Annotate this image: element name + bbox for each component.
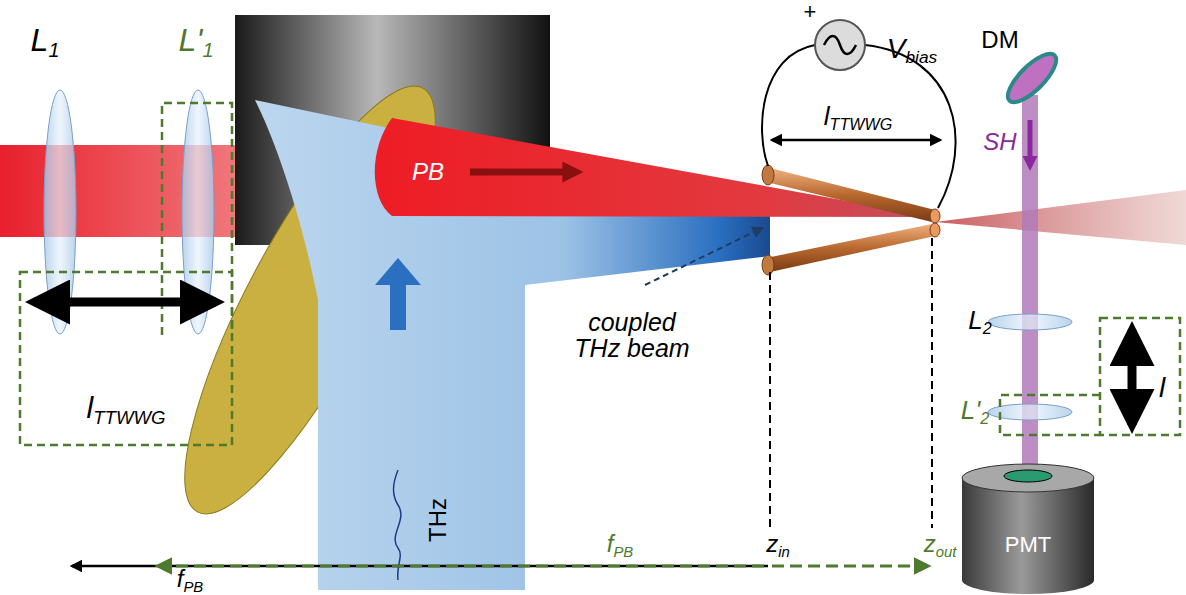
voltage-label: Vbias (887, 34, 938, 66)
bias-wire (762, 45, 815, 166)
dashed-box (20, 272, 232, 445)
focal-label: fPB (177, 566, 204, 595)
callout-text: coupled THz beam (562, 309, 702, 362)
length-label: lTTWWG (824, 103, 892, 133)
length-arrow (772, 139, 940, 142)
lens-l2 (988, 314, 1072, 330)
length-label: l (1159, 373, 1165, 402)
z-marker (769, 272, 771, 528)
lens-label: L'1 (179, 24, 214, 61)
length-label: lTTWWG (87, 392, 166, 427)
beam-label: SH (983, 129, 1016, 154)
thz-pulse (394, 470, 401, 580)
beam-label: PB (412, 159, 444, 184)
pmt-body (962, 478, 1094, 594)
lens-label: L1 (31, 24, 60, 61)
beam-label: THz (425, 498, 450, 542)
focal-arrow (72, 565, 768, 568)
dashed-box (1100, 318, 1180, 435)
polarity-sign: + (804, 0, 817, 23)
focal-arrow (772, 565, 928, 568)
position-label: zin (766, 531, 790, 560)
lens-label: L2 (968, 307, 991, 337)
detector-box: PMT (1001, 529, 1055, 561)
lens-l1-prime (182, 90, 214, 334)
dichroic-mirror (1001, 47, 1063, 109)
lens-label: L'2 (961, 397, 989, 427)
focal-arrow (158, 565, 768, 568)
z-marker (931, 238, 933, 528)
position-label: zout (924, 531, 957, 560)
node-text: PMT (1005, 532, 1051, 558)
leader-line (645, 228, 762, 285)
dashed-box (1000, 395, 1100, 435)
pb-arrow (470, 169, 575, 176)
ac-source (815, 20, 865, 70)
thz-arrow-shaft (390, 282, 406, 330)
focal-label: fPB (607, 531, 634, 560)
output-beam (935, 190, 1186, 245)
lens-l1 (44, 90, 76, 334)
translation-arrow (34, 298, 216, 307)
waveguide-wire (766, 168, 935, 222)
sh-beam (1022, 95, 1038, 515)
thz-arrow-head (375, 258, 421, 285)
translation-arrow (1128, 330, 1137, 425)
part-label: DM (981, 27, 1018, 52)
waveguide-wire (766, 224, 935, 272)
